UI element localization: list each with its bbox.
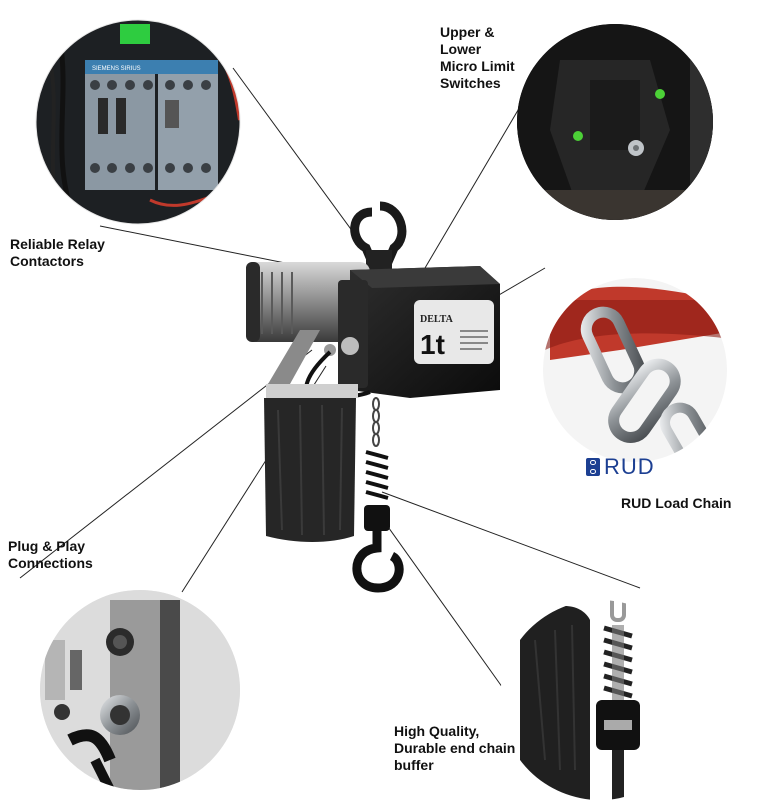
load-chain-label: RUD Load Chain xyxy=(621,495,732,511)
relay-contactors-photo: SIEMENS SIRIUS xyxy=(35,19,241,225)
rud-logo-icon xyxy=(586,458,600,476)
chain-buffer-photo xyxy=(500,600,700,800)
rud-logo: RUD xyxy=(586,454,655,479)
limit-switches-label: Upper & Lower Micro Limit Switches xyxy=(440,24,515,91)
plug-play-label: Plug & Play Connections xyxy=(8,538,93,571)
main-hoist: DELTA 1t xyxy=(246,201,500,593)
plug-play-photo xyxy=(40,590,240,790)
contactor-brand: SIEMENS SIRIUS xyxy=(92,66,141,72)
rud-logo-text: RUD xyxy=(604,454,655,479)
chain-buffer-label: High Quality, Durable end chain buffer xyxy=(394,723,516,773)
limit-switches-photo xyxy=(517,24,713,220)
capacity-label: 1t xyxy=(420,329,445,360)
hoist-brand-label: DELTA xyxy=(420,314,454,325)
leader-lines xyxy=(19,67,641,713)
relay-contactors-label: Reliable Relay Contactors xyxy=(10,236,105,269)
rud-chain-photo xyxy=(543,278,727,462)
